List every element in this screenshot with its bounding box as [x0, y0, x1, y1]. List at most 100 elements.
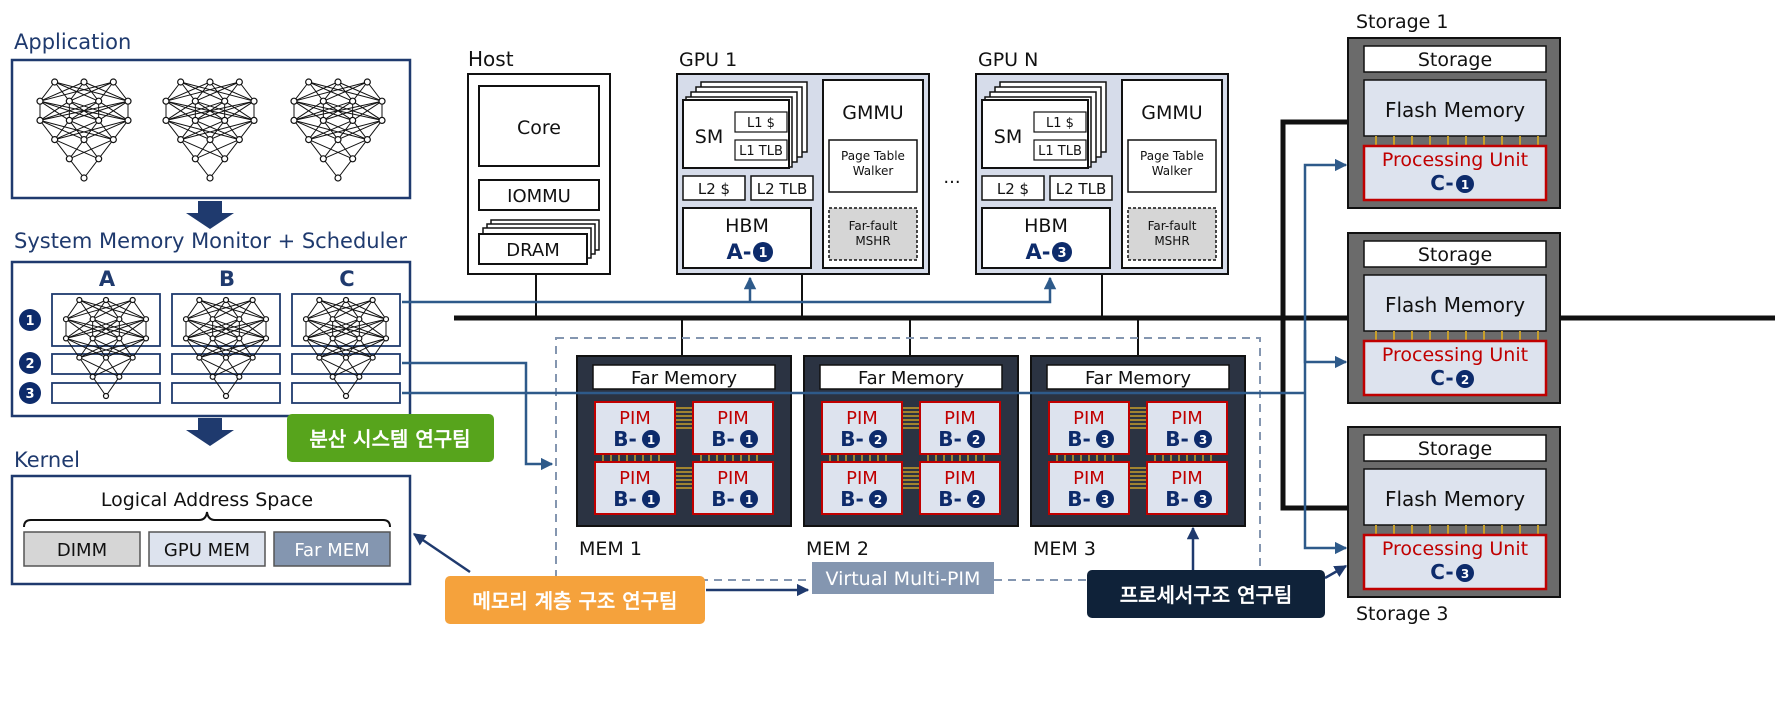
- flash-memory-box: [1363, 468, 1547, 526]
- flash-memory-label: Flash Memory: [1385, 487, 1525, 511]
- hbm-box: [981, 207, 1111, 269]
- flash-memory-label: Flash Memory: [1385, 293, 1525, 317]
- pim-number: 2: [874, 493, 882, 507]
- pim-badge: [869, 430, 887, 448]
- scheduling-arrows: [402, 158, 1348, 555]
- l1-tlb-label: L1 TLB: [1038, 144, 1082, 159]
- pim-label: PIM: [846, 408, 878, 429]
- pim-label: PIM: [846, 468, 878, 489]
- virtual-multi-pim-badge: [812, 562, 994, 594]
- pim-label: PIM: [944, 468, 976, 489]
- flash-memory-box: [1363, 274, 1547, 332]
- far-memory-label: Far Memory: [631, 368, 737, 389]
- pim-number: 2: [972, 433, 980, 447]
- pim-badge: [967, 430, 985, 448]
- processing-unit-id-label: C-: [1430, 560, 1453, 584]
- pim-box: [692, 401, 774, 455]
- pim-badge: [1194, 490, 1212, 508]
- pim-id-label: B-: [938, 427, 962, 451]
- neural-network-icon: [182, 296, 270, 400]
- kernel-title: Kernel: [14, 448, 80, 472]
- processing-unit-label: Processing Unit: [1382, 344, 1528, 366]
- pim-box: [821, 401, 903, 455]
- storage-header: [1363, 240, 1547, 268]
- scheduler-cell-row-1: [291, 293, 401, 347]
- row-2-badge: [19, 352, 41, 374]
- l2-cache-label: L2 $: [698, 180, 730, 198]
- hbm-label: HBM: [1024, 215, 1068, 237]
- pim-box: [1048, 401, 1130, 455]
- pim-id-label: B-: [840, 427, 864, 451]
- l2-cache-box: [682, 175, 746, 201]
- hbm-id-label: A-: [1026, 240, 1051, 264]
- pim-id-label: B-: [613, 427, 637, 451]
- team-arrows: [412, 526, 1348, 597]
- far-fault-mshr-box: [828, 207, 918, 261]
- pim-badge: [740, 430, 758, 448]
- storage-3-outer-label: Storage 3: [1356, 603, 1448, 625]
- pim-number: 3: [1199, 493, 1207, 507]
- l2-cache-label: L2 $: [997, 180, 1029, 198]
- pim-number: 3: [1101, 433, 1109, 447]
- down-arrow-icon: [186, 201, 234, 229]
- mem-label: MEM 1: [579, 538, 642, 560]
- processing-unit-number: 1: [1461, 178, 1469, 192]
- l1-cache-label: L1 $: [1046, 116, 1074, 131]
- far-memory-header: [592, 364, 776, 390]
- sm-label: SM: [994, 126, 1022, 148]
- pim-box: [919, 401, 1001, 455]
- processing-unit-label: Processing Unit: [1382, 149, 1528, 171]
- scheduler-column-labels: A B C: [99, 267, 355, 291]
- host-title: Host: [468, 47, 514, 71]
- pim-number: 1: [647, 493, 655, 507]
- gpu-mem-label: GPU MEM: [164, 540, 250, 561]
- pim-id-label: B-: [711, 487, 735, 511]
- iommu-label: IOMMU: [507, 186, 571, 207]
- neural-network-icon: [162, 78, 258, 182]
- iommu-box: [478, 179, 600, 211]
- pim-badge: [967, 490, 985, 508]
- storage-header: [1363, 45, 1547, 73]
- hbm-box: [682, 207, 812, 269]
- neural-network-icons: [36, 78, 386, 182]
- pim-id-label: B-: [938, 487, 962, 511]
- pim-badge: [642, 430, 660, 448]
- pim-label: PIM: [619, 468, 651, 489]
- storage-1-outer-label: Storage 1: [1356, 11, 1448, 33]
- processing-unit-box: [1362, 144, 1548, 202]
- processing-unit-box: [1362, 533, 1548, 591]
- row-3-badge: [19, 382, 41, 404]
- pim-box: [1048, 461, 1130, 515]
- row-2-label: 2: [25, 357, 34, 372]
- logical-address-space-label: Logical Address Space: [101, 489, 313, 511]
- down-arrow-icon: [186, 418, 234, 446]
- pim-label: PIM: [944, 408, 976, 429]
- pim-badge: [642, 490, 660, 508]
- hbm-number: 1: [758, 246, 767, 261]
- pim-number: 1: [745, 493, 753, 507]
- pim-id-label: B-: [1165, 487, 1189, 511]
- pim-box: [821, 461, 903, 515]
- processor-team-label: 프로세서구조 연구팀: [1120, 583, 1293, 607]
- processing-unit-badge: [1456, 370, 1474, 388]
- pim-id-label: B-: [711, 427, 735, 451]
- storage-label: Storage: [1418, 244, 1492, 266]
- l1-tlb-label: L1 TLB: [739, 144, 783, 159]
- gpu-title: GPU 1: [679, 49, 737, 71]
- l2-tlb-label: L2 TLB: [1056, 180, 1106, 198]
- pim-box: [1146, 401, 1228, 455]
- pim-number: 3: [1101, 493, 1109, 507]
- gpu-ellipsis: ...: [943, 167, 960, 188]
- dram-box: [478, 233, 588, 265]
- pim-badge: [1096, 430, 1114, 448]
- gpu-mem-region: [148, 531, 266, 567]
- page-table-walker-box: [1127, 139, 1217, 193]
- pim-label: PIM: [1073, 408, 1105, 429]
- pim-badge: [740, 490, 758, 508]
- l1-cache-box: [1033, 111, 1087, 133]
- far-memory-label: Far Memory: [858, 368, 964, 389]
